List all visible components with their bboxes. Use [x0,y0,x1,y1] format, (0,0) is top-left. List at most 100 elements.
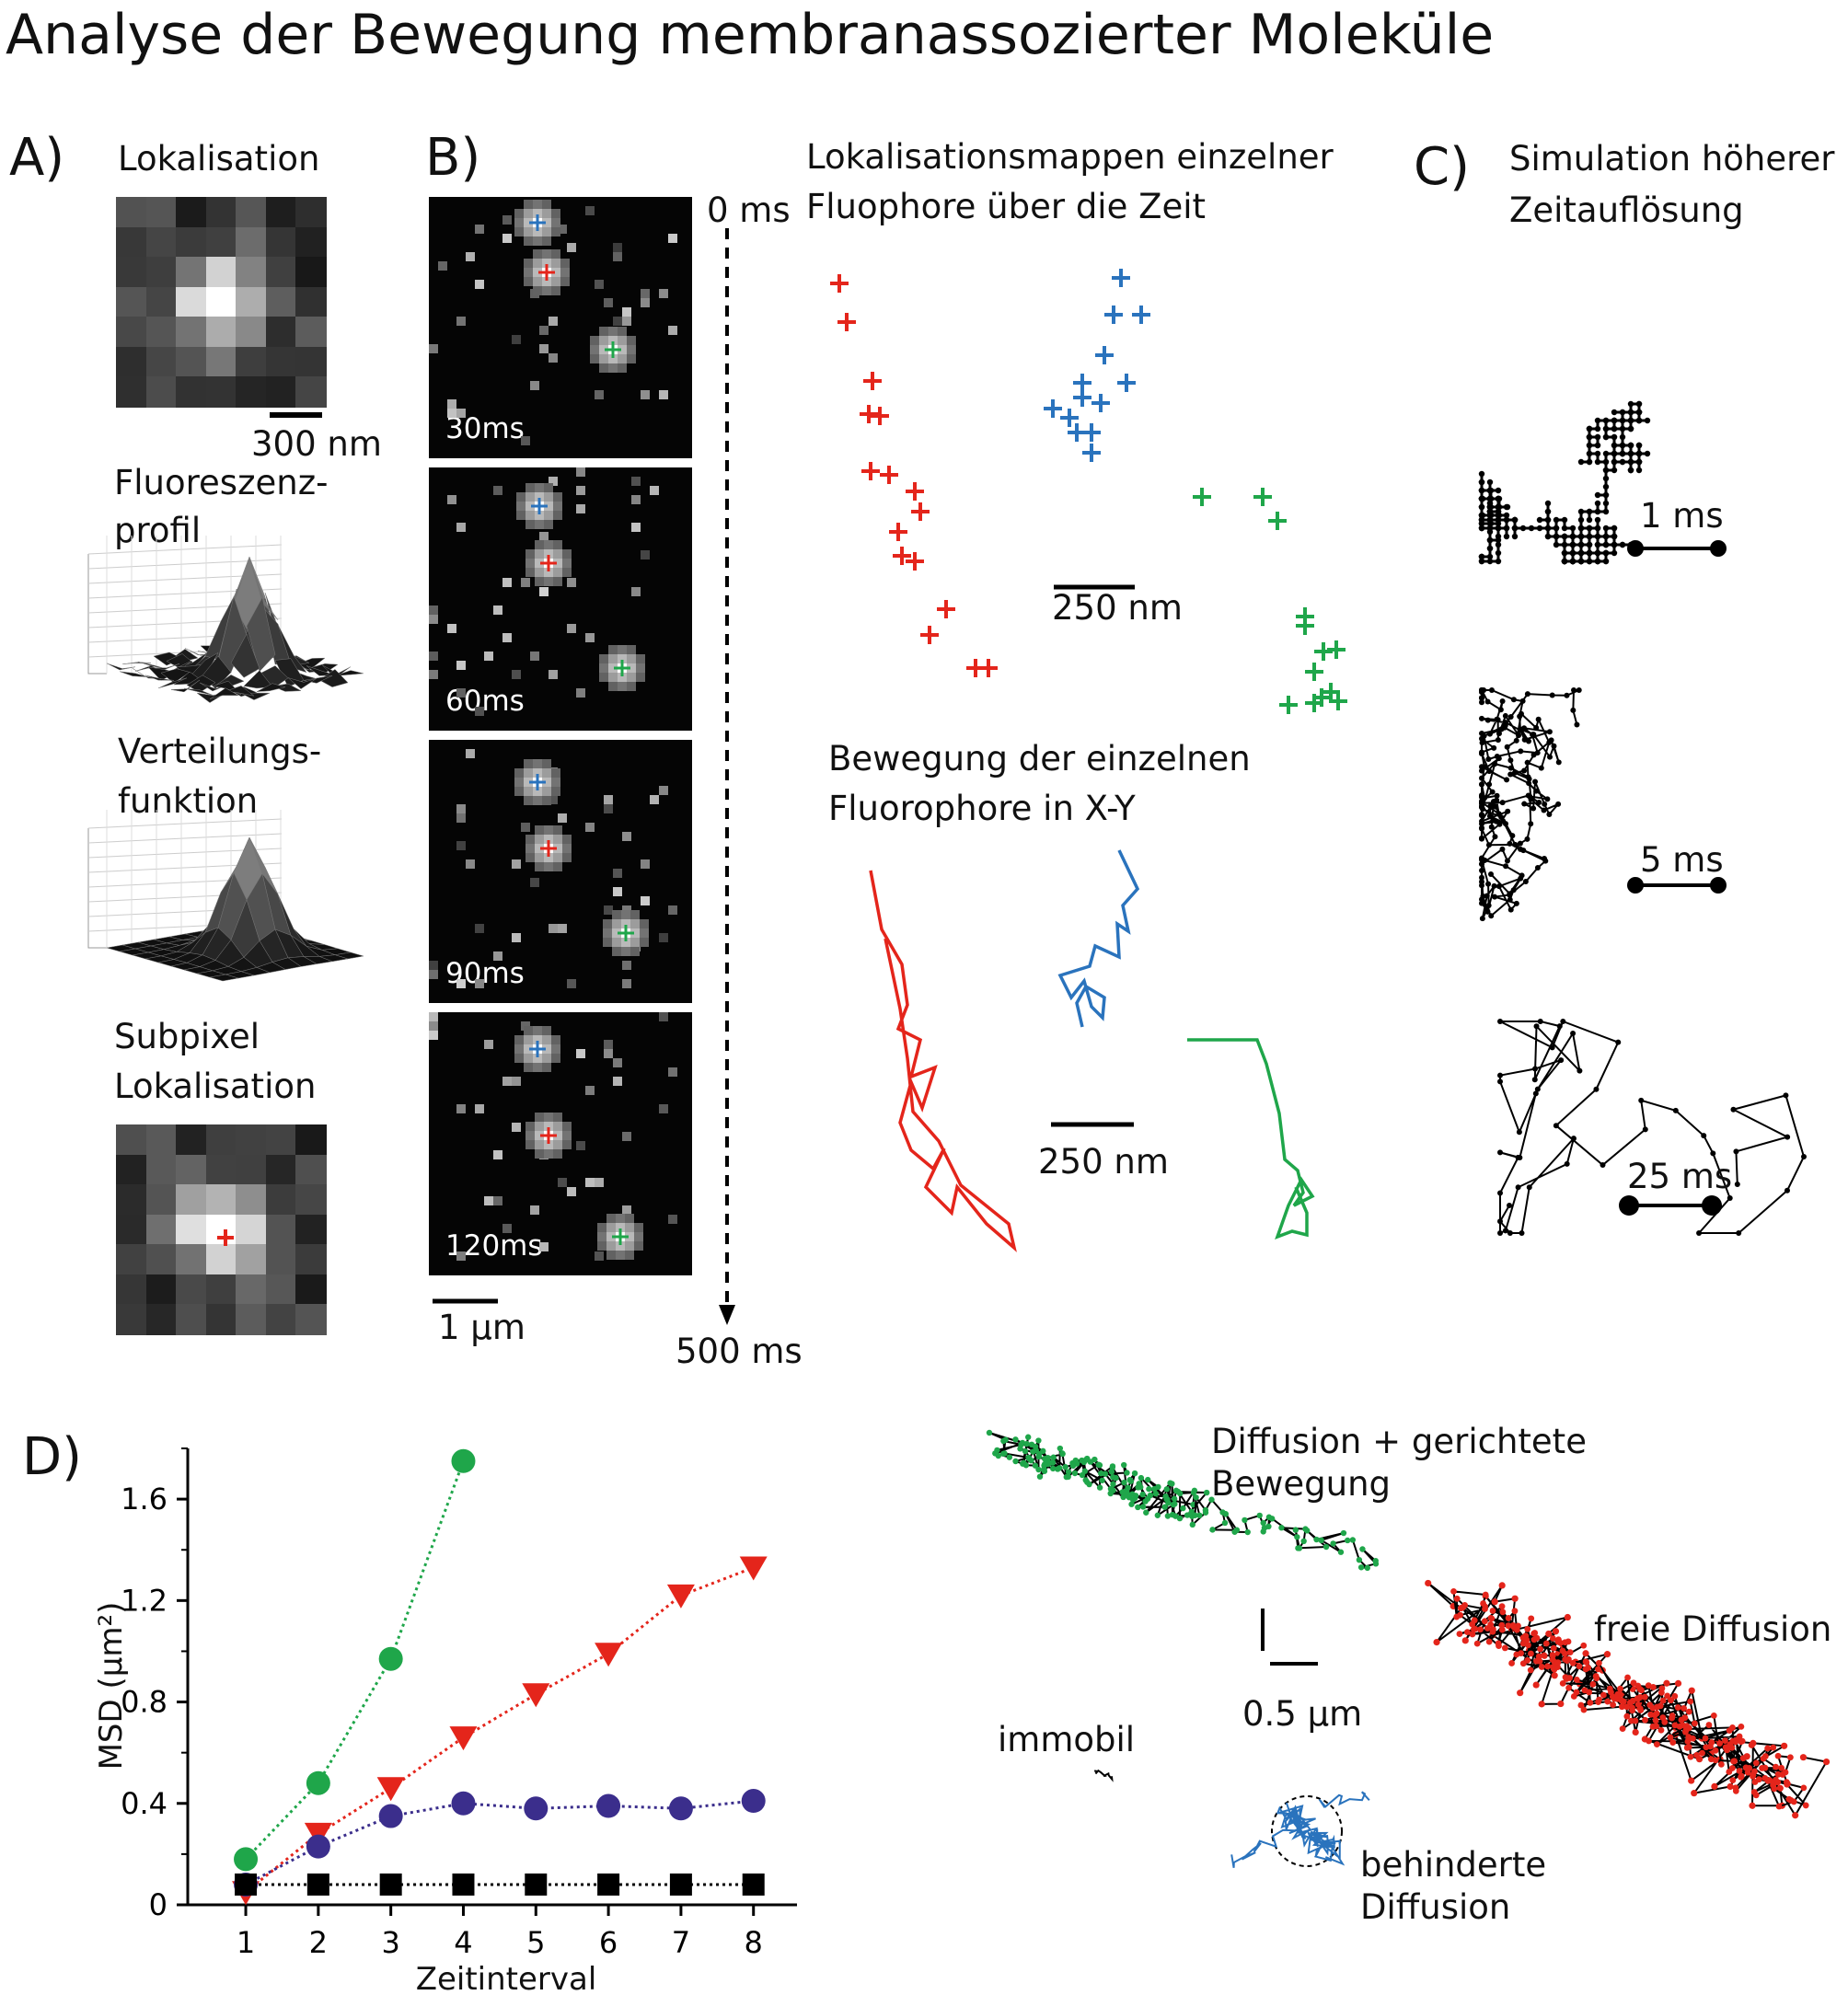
pixel [295,317,327,348]
noise-pixel [429,344,438,353]
data-point [451,1791,476,1816]
pixel [265,346,297,378]
blue-trajectory [1057,849,1140,1028]
spot-pixel [560,259,570,268]
spot-pixel [553,1140,562,1149]
spot-pixel [551,286,560,295]
pixel [116,1244,147,1275]
noise-pixel [429,652,438,661]
data-point [522,1683,550,1708]
pixel [145,226,178,259]
spot-pixel [533,1026,542,1035]
noise-pixel [659,786,668,795]
y-tick-label: 1.6 [121,1482,167,1516]
distribution-label-line2: funktion [118,781,259,821]
pixel [205,1304,237,1335]
noise-pixel [447,399,456,409]
pixel [116,1124,147,1156]
noise-pixel [447,624,456,633]
pixel [145,317,178,348]
spot-pixel [524,1063,533,1072]
noise-pixel [613,887,622,896]
pixel [205,1244,237,1275]
spot-pixel [618,645,627,654]
spot-pixel [618,682,627,691]
data-point [306,1834,330,1859]
pixel [145,1304,178,1335]
pixel [176,1214,207,1246]
spot-pixel [535,492,544,502]
spot-pixel [544,1113,553,1122]
spot-pixel [625,1214,634,1223]
spot-pixel [562,549,572,559]
spot-pixel [551,1044,560,1054]
psf-scalebar-label: 300 nm [251,424,382,464]
spot-pixel [535,1122,544,1131]
spot-pixel [516,502,526,511]
spot-pixel [544,577,553,586]
spot-pixel [630,938,640,947]
spot-pixel [524,787,533,796]
spot-pixel [606,1223,616,1232]
spot-pixel [542,1063,551,1072]
noise-pixel [475,1104,484,1113]
frame-time-label: 30ms [445,412,525,445]
noise-pixel [659,289,668,298]
pixel [265,286,297,318]
spot-pixel [553,1131,562,1140]
spot-pixel [618,345,627,354]
noise-pixel [493,951,502,961]
spot-pixel [612,947,621,956]
data-point [597,1873,620,1896]
directed-diffusion-label-1: Diffusion + gerichtete [1211,1422,1587,1461]
spot-pixel [640,938,649,947]
pixel [265,257,297,288]
data-point [524,1796,549,1821]
noise-pixel [622,307,631,317]
spot-pixel [524,259,533,268]
noise-pixel [558,1178,567,1187]
noise-pixel [530,1205,539,1215]
noise-pixel [604,1049,613,1058]
pixel [145,1124,178,1156]
noise-pixel [512,1077,521,1086]
spot-pixel [542,209,551,218]
noise-pixel [456,979,466,988]
noise-pixel [567,624,576,633]
spot-pixel [627,354,636,363]
spot-pixel [616,1214,625,1223]
series-line [245,1799,754,1886]
spot-pixel [590,336,599,345]
pixel [236,1274,267,1306]
spot-pixel [535,511,544,520]
spot-pixel [535,825,544,835]
noise-pixel [595,1251,604,1261]
spot-pixel [627,345,636,354]
spot-pixel [551,209,560,218]
spot-pixel [551,787,560,796]
noise-pixel [539,326,549,335]
pixel [236,1244,267,1275]
pixel [205,1274,237,1306]
spot-pixel [606,1232,616,1241]
spot-pixel [514,1044,524,1054]
noise-pixel [659,390,668,399]
spot-pixel [612,928,621,938]
spot-pixel [612,938,621,947]
data-point [452,1873,475,1896]
spot-pixel [608,645,618,654]
pixel [295,346,327,378]
spot-pixel [634,1241,643,1251]
noise-pixel [429,1012,438,1021]
noise-pixel [659,1104,668,1113]
panel-b-letter: B) [425,128,481,188]
noise-pixel [456,841,466,850]
pixel [265,1124,297,1156]
spot-pixel [533,249,542,259]
spot-pixel [640,919,649,928]
noise-pixel [641,896,650,905]
